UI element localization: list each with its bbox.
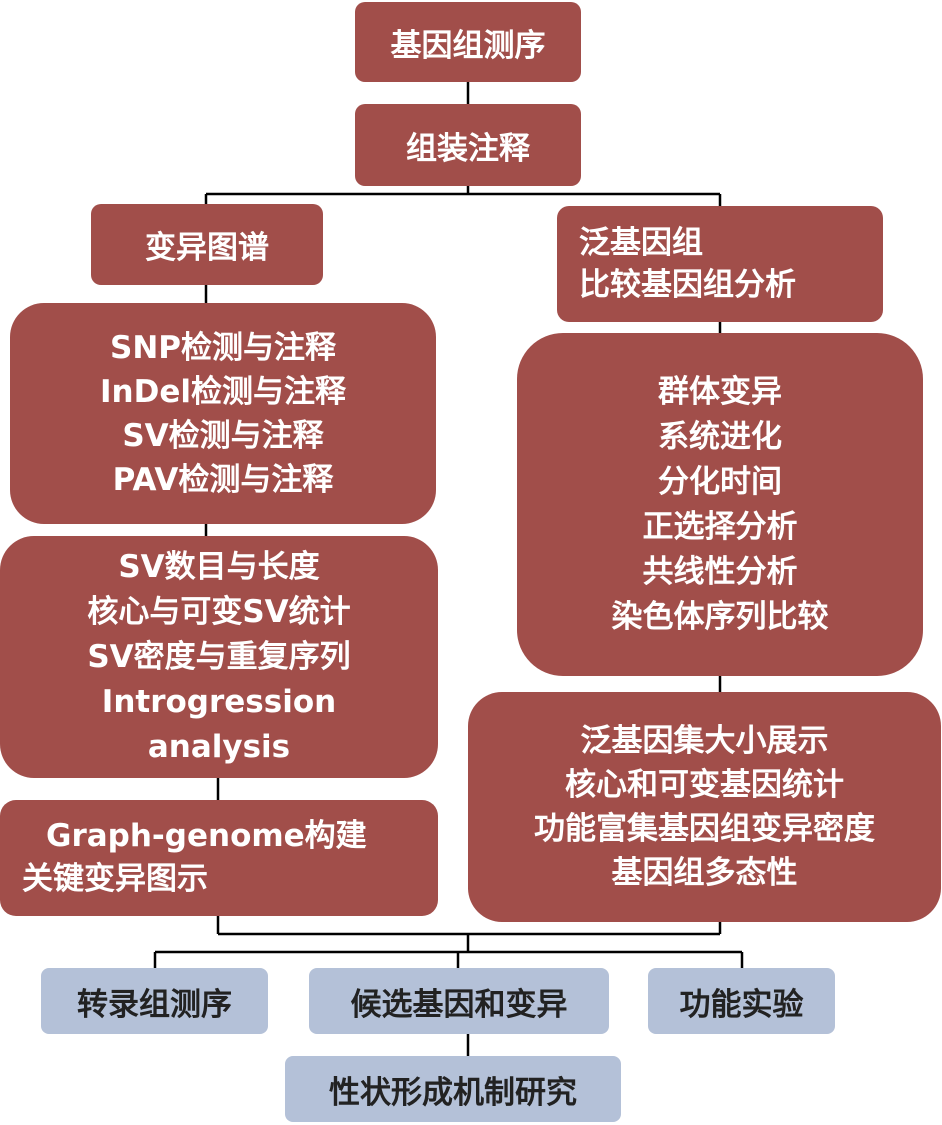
node-trait-mechanism: 性状形成机制研究 xyxy=(285,1056,621,1122)
node-line: Introgression xyxy=(101,683,337,720)
node-line: 比较基因组分析 xyxy=(579,267,796,303)
node-line: 染色体序列比较 xyxy=(611,598,829,635)
node-candidate-genes: 候选基因和变异 xyxy=(309,968,609,1034)
node-line: 关键变异图示 xyxy=(22,861,208,897)
node-variation-map: 变异图谱 xyxy=(91,204,323,285)
node-line: 共线性分析 xyxy=(642,553,798,590)
node-functional-experiment: 功能实验 xyxy=(648,968,835,1034)
node-line: 泛基因组 xyxy=(579,225,703,261)
node-line: 转录组测序 xyxy=(77,986,232,1023)
node-graph-genome: Graph-genome构建 关键变异图示 xyxy=(0,800,438,916)
node-assembly-annotation: 组装注释 xyxy=(355,104,581,186)
node-line: SV检测与注释 xyxy=(122,417,324,454)
node-pangenome-statistics: 泛基因集大小展示 核心和可变基因统计 功能富集基因组变异密度 基因组多态性 xyxy=(468,692,941,922)
node-sv-statistics: SV数目与长度 核心与可变SV统计 SV密度与重复序列 Introgressio… xyxy=(0,536,438,778)
node-line: 基因组测序 xyxy=(390,27,546,64)
node-line: InDel检测与注释 xyxy=(100,373,346,410)
node-line: 功能实验 xyxy=(679,986,804,1023)
node-line: 功能富集基因组变异密度 xyxy=(534,811,875,847)
node-genome-sequencing: 基因组测序 xyxy=(355,2,581,82)
node-line: SV密度与重复序列 xyxy=(87,638,351,675)
node-population-analysis: 群体变异 系统进化 分化时间 正选择分析 共线性分析 染色体序列比较 xyxy=(517,333,923,676)
node-variant-detection: SNP检测与注释 InDel检测与注释 SV检测与注释 PAV检测与注释 xyxy=(10,303,436,524)
node-line: 性状形成机制研究 xyxy=(329,1074,577,1111)
node-line: 核心和可变基因统计 xyxy=(565,767,844,803)
node-transcriptome-sequencing: 转录组测序 xyxy=(41,968,268,1034)
node-line: SNP检测与注释 xyxy=(110,329,336,366)
node-pangenome: 泛基因组 比较基因组分析 xyxy=(557,206,883,322)
node-line: 群体变异 xyxy=(658,373,782,410)
node-line: 正选择分析 xyxy=(642,508,798,545)
node-line: 候选基因和变异 xyxy=(350,986,568,1023)
node-line: analysis xyxy=(147,728,291,765)
node-line: 核心与可变SV统计 xyxy=(87,593,351,630)
node-line: Graph-genome构建 xyxy=(46,818,367,854)
node-line: 基因组多态性 xyxy=(611,855,798,891)
node-line: 变异图谱 xyxy=(145,230,269,266)
node-line: 分化时间 xyxy=(658,463,782,500)
node-line: PAV检测与注释 xyxy=(112,461,334,498)
node-line: 系统进化 xyxy=(658,418,782,455)
node-line: 泛基因集大小展示 xyxy=(580,723,829,759)
node-line: 组装注释 xyxy=(406,130,530,167)
node-line: SV数目与长度 xyxy=(118,548,320,585)
